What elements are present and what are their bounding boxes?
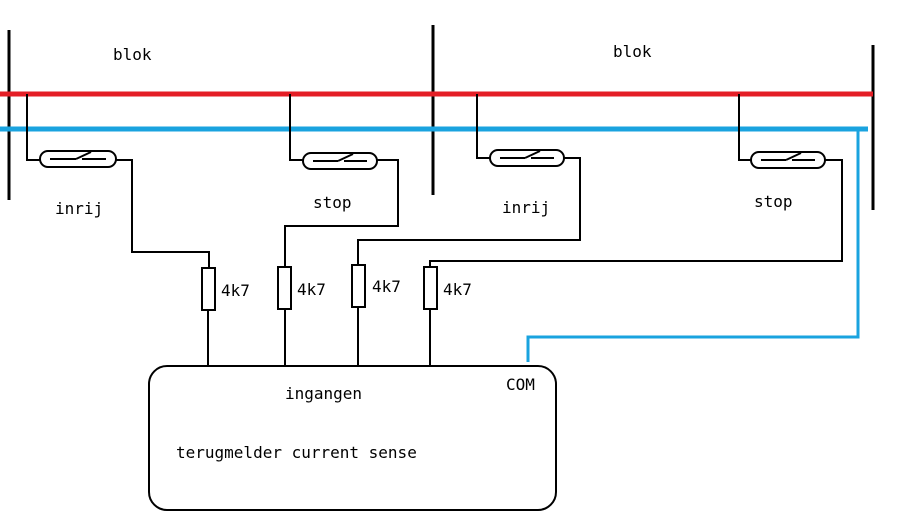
switch-blade	[75, 151, 92, 160]
resistor	[277, 266, 292, 310]
detector-box	[148, 365, 557, 511]
resistor-label: 4k7	[297, 280, 326, 299]
switch-wire	[26, 94, 40, 161]
com-label: COM	[506, 375, 535, 394]
sense-wire	[116, 159, 210, 268]
switch-blade	[524, 150, 541, 159]
sense-wire	[284, 159, 399, 267]
detector-title: terugmelder current sense	[176, 443, 417, 462]
resistor-label: 4k7	[221, 281, 250, 300]
switch-label: inrij	[55, 199, 104, 218]
switch-wire	[738, 94, 751, 161]
switch-wire	[476, 94, 490, 159]
switch-label: stop	[754, 192, 793, 211]
resistor-label: 4k7	[372, 277, 401, 296]
block-label: blok	[613, 42, 652, 61]
switch-blade	[785, 152, 802, 161]
resistor	[351, 264, 366, 308]
switch-wire	[289, 94, 303, 161]
inputs-label: ingangen	[285, 384, 363, 403]
resistor-label: 4k7	[443, 280, 472, 299]
resistor	[201, 267, 216, 311]
sense-wire	[357, 157, 581, 265]
switch-label: inrij	[502, 198, 551, 217]
switch-blade	[337, 153, 354, 162]
sense-wire	[429, 159, 843, 267]
block-label: blok	[113, 45, 152, 64]
resistor	[423, 266, 438, 310]
switch-label: stop	[313, 193, 352, 212]
com-wire	[526, 129, 860, 362]
